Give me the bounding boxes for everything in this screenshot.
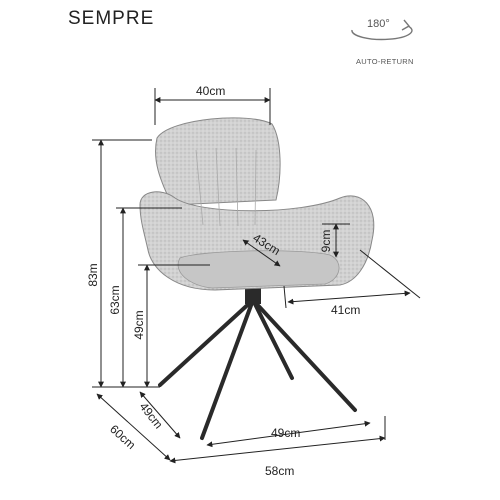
rotation-degrees: 180° xyxy=(367,18,390,30)
dim-seat-height: 49cm xyxy=(132,310,146,339)
dimension-lines xyxy=(92,88,421,464)
dim-base-depth-inner: 49cm xyxy=(137,400,166,432)
dim-total-height: 83m xyxy=(86,263,100,286)
dim-armrest-height: 63cm xyxy=(108,285,122,314)
dim-seat-width-top: 40cm xyxy=(196,84,225,98)
rotation-icon xyxy=(351,19,413,41)
dim-armrest-rise: 9cm xyxy=(319,230,333,253)
dim-base-width: 58cm xyxy=(265,464,294,478)
rotation-label: AUTO-RETURN xyxy=(356,57,414,66)
dim-seat-width: 41cm xyxy=(331,303,360,317)
chair-base xyxy=(158,288,357,440)
product-title: SEMPRE xyxy=(68,8,155,29)
chair-body xyxy=(139,117,375,291)
dim-base-width-inner: 49cm xyxy=(271,426,300,440)
